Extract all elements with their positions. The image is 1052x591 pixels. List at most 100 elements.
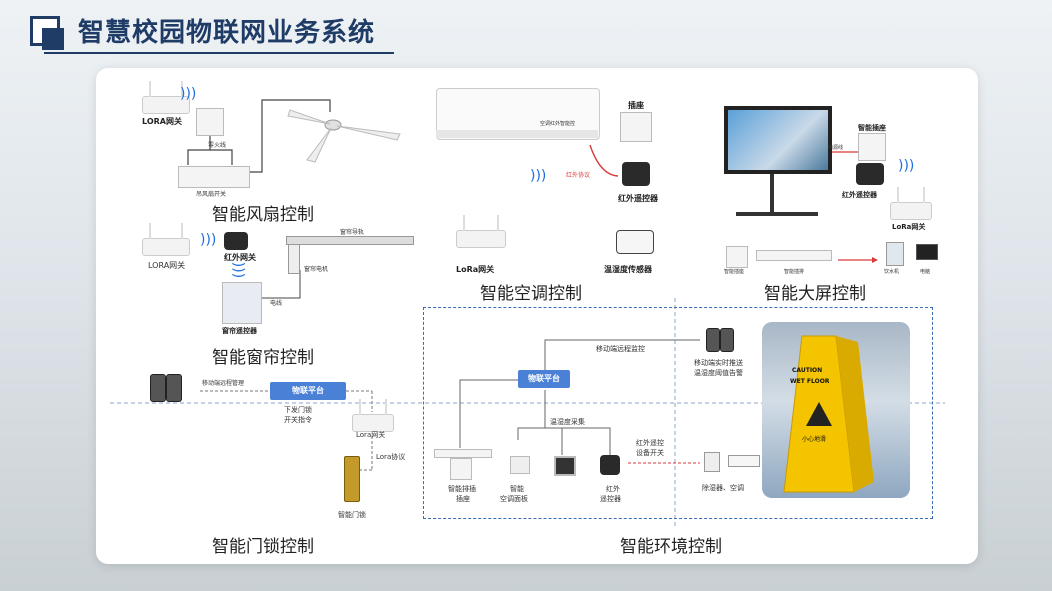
ac-ir-line (589, 144, 619, 177)
screen-section-title: 智能大屏控制 (764, 284, 866, 304)
fan-wire-2 (210, 149, 233, 165)
small-ac-icon (728, 455, 760, 467)
smart-screen-icon (724, 106, 832, 174)
lock-remote-label: 移动端远程管理 (202, 380, 245, 387)
lock-command-line1: 下发门锁 (284, 406, 312, 414)
env-platform-box: 物联平台 (518, 370, 570, 388)
computer-icon (916, 244, 938, 260)
ac-lora-router-icon (456, 215, 506, 248)
phone-icon (166, 374, 182, 402)
env-push-line1: 移动端实时推送 (694, 359, 743, 367)
curtain-motor-icon (288, 244, 300, 274)
fan-lora-router-icon (142, 81, 190, 114)
env-panel-line2: 空调面板 (500, 495, 528, 503)
ir-protocol-label: 红外协议 (566, 172, 591, 179)
sign-mid-text: WET FLOOR (790, 378, 830, 385)
curtain-remote-icon (222, 282, 262, 324)
sign-top-text: CAUTION (792, 367, 823, 374)
wifi-icon: ))) (898, 158, 915, 174)
env-push-line2: 温湿度阈值告警 (694, 369, 743, 377)
fan-panel-label: 吊风扇开关 (196, 191, 227, 198)
env-collect-label: 温湿度采集 (550, 418, 585, 426)
fan-switch-label: 零火线 (208, 142, 227, 149)
wet-floor-sign-icon (783, 335, 874, 493)
env-dashed-frame (423, 307, 933, 519)
screen-socket-a-label: 智能插座 (724, 269, 745, 275)
env-strip-icon (434, 449, 492, 458)
fan-wire-1 (187, 122, 211, 165)
dehumidifier-icon (704, 452, 720, 472)
temp-humidity-sensor-icon (616, 230, 654, 254)
door-lock-icon (344, 456, 360, 502)
lock-lora-router-icon (352, 399, 394, 432)
ir-gateway-icon (224, 232, 248, 250)
computer-label: 电脑 (920, 269, 931, 275)
curtain-lora-label: LORA网关 (148, 261, 186, 270)
screen-strip-icon (756, 250, 832, 261)
water-label: 饮水机 (884, 269, 900, 275)
ac-socket-label: 插座 (628, 101, 644, 110)
ac-socket-icon (620, 112, 652, 142)
env-panel-line1: 智能 (510, 485, 524, 493)
env-socket-icon (450, 458, 472, 480)
curtain-lora-router-icon (142, 223, 190, 256)
wet-floor-photo: CAUTION WET FLOOR 小心地滑 (762, 322, 910, 498)
lock-command-line2: 开关指令 (284, 416, 312, 424)
curtain-remote-label: 窗帘遥控器 (222, 327, 257, 335)
phone-icon (706, 328, 720, 352)
ceiling-fan-icon (287, 109, 401, 163)
env-sensor-icon (554, 456, 576, 476)
curtain-wire (262, 270, 301, 299)
ac-text: 空调红外智能控 (540, 121, 576, 127)
screen-power-label: 电源线 (828, 145, 844, 151)
wifi-icon: ))) (180, 86, 197, 102)
sign-bottom-text: 小心地滑 (802, 436, 827, 443)
fan-panel-icon (178, 166, 250, 188)
phone-icon (720, 328, 734, 352)
env-ir-remote-line2: 遥控器 (600, 495, 621, 503)
env-ir-line1: 红外遥控 (636, 439, 664, 447)
env-devices-label: 除湿器、空调 (702, 484, 744, 492)
fan-section-title: 智能风扇控制 (212, 205, 314, 225)
env-strip-line1: 智能排插 (448, 485, 476, 493)
env-section-title: 智能环境控制 (620, 537, 722, 557)
screen-lora-label: LoRa网关 (892, 223, 926, 231)
lock-platform-box: 物联平台 (270, 382, 346, 400)
door-lock-label: 智能门锁 (338, 511, 366, 519)
water-dispenser-icon (886, 242, 904, 266)
ir-gateway-label: 红外网关 (224, 253, 256, 262)
lock-lora-label: Lora网关 (356, 431, 386, 439)
ac-ir-remote-label: 红外遥控器 (618, 194, 658, 203)
temp-sensor-label: 温湿度传感器 (604, 265, 652, 274)
curtain-wire-label: 电线 (270, 300, 283, 307)
ac-ir-remote-icon (622, 162, 650, 186)
curtain-motor-label: 窗帘电机 (304, 266, 329, 273)
lock-section-title: 智能门锁控制 (212, 537, 314, 557)
title-underline (44, 52, 394, 54)
ac-section-title: 智能空调控制 (480, 284, 582, 304)
fan-wire-3 (246, 99, 331, 173)
screen-lora-router-icon (890, 187, 932, 220)
curtain-section-title: 智能窗帘控制 (212, 348, 314, 368)
wifi-icon: ))) (230, 261, 247, 279)
wifi-icon: ))) (200, 232, 217, 248)
env-ir-line2: 设备开关 (636, 449, 664, 457)
env-ac-panel-icon (510, 456, 530, 474)
curtain-track-icon (286, 236, 414, 245)
env-monitor-line (544, 339, 700, 370)
screen-socket-label: 智能插座 (858, 124, 886, 132)
wifi-icon: ))) (530, 168, 547, 184)
phone-icon (150, 374, 166, 402)
env-monitor-label: 移动端远程监控 (596, 345, 645, 353)
fan-switch-icon (196, 108, 224, 136)
screen-ir-remote-icon (856, 163, 884, 185)
lock-protocol-label: Lora协议 (376, 453, 406, 461)
screen-ir-remote-label: 红外遥控器 (842, 191, 877, 199)
env-ir-remote-line1: 红外 (606, 485, 620, 493)
curtain-track-label: 窗帘导轨 (340, 229, 365, 236)
page-title: 智慧校园物联网业务系统 (78, 18, 376, 48)
env-ir-remote-icon (600, 455, 620, 475)
logo-inner-square (42, 28, 64, 50)
ac-lora-label: LoRa网关 (456, 265, 495, 274)
screen-socket-a-icon (726, 246, 748, 268)
